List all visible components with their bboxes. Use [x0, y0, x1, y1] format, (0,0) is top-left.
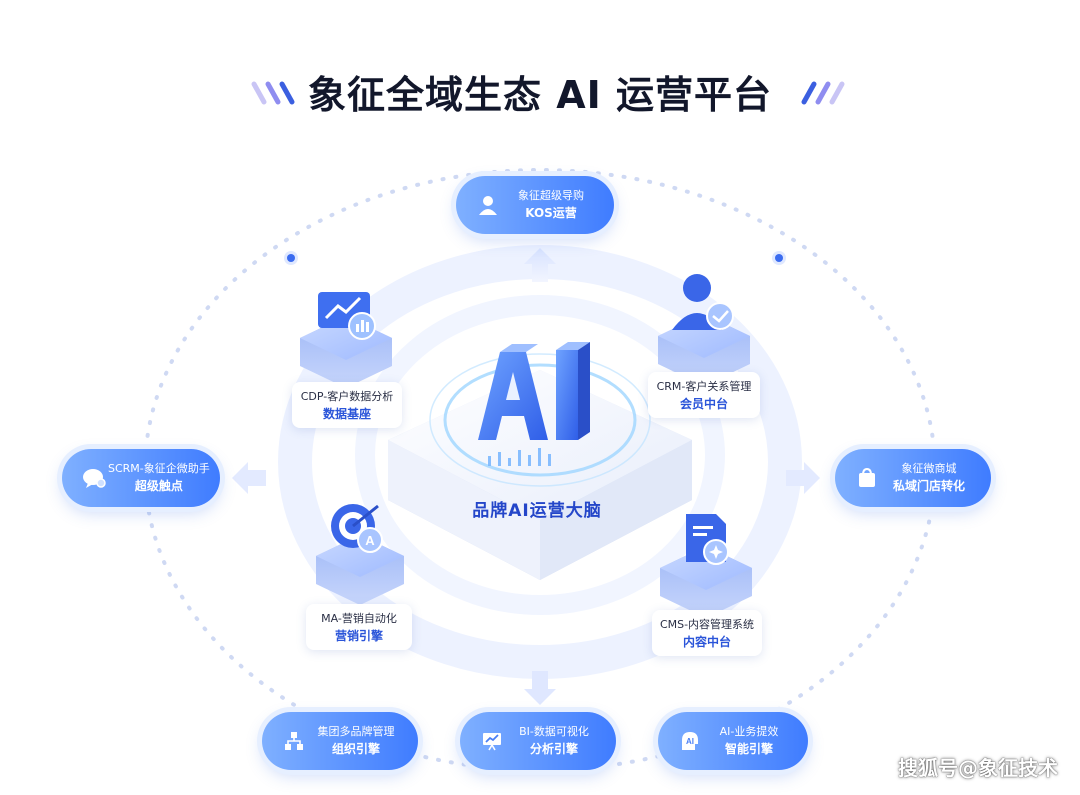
user-icon: [474, 191, 502, 219]
scrm-pill-title: SCRM-象征企微助手: [108, 462, 210, 475]
title-decor-left-icon: [251, 81, 295, 105]
bi-pill[interactable]: BI-数据可视化 分析引擎: [460, 712, 616, 770]
kos-pill-subtitle: KOS运营: [525, 206, 577, 220]
org-chart-icon: [280, 727, 308, 755]
cms-card-subtitle: 内容中台: [682, 634, 731, 649]
shopping-bag-icon: [853, 464, 881, 492]
bi-pill-subtitle: 分析引擎: [529, 742, 578, 756]
arrow-left: [232, 462, 266, 494]
cdp-card[interactable]: CDP-客户数据分析 数据基座: [292, 382, 402, 428]
bi-pill-title: BI-数据可视化: [519, 725, 589, 738]
ai-brain-label: 品牌AI运营大脑: [472, 501, 602, 521]
cdp-card-subtitle: 数据基座: [322, 406, 371, 421]
ai-efficiency-pill[interactable]: AI AI-业务提效 智能引擎: [658, 712, 808, 770]
cms-card-title: CMS-内容管理系统: [659, 617, 755, 631]
arrow-up: [524, 248, 556, 282]
arrow-down: [524, 671, 556, 705]
ai-head-icon: AI: [676, 727, 704, 755]
arrow-right: [786, 462, 820, 494]
scrm-pill[interactable]: SCRM-象征企微助手 超级触点: [62, 449, 220, 507]
microstore-pill-title: 象征微商城: [901, 462, 957, 475]
monitor-chart-icon: [318, 292, 376, 340]
microstore-pill-subtitle: 私域门店转化: [892, 479, 965, 493]
watermark: 搜狐号@象征技术: [898, 756, 1058, 780]
ai-platform: [388, 342, 692, 580]
cdp-card-title: CDP-客户数据分析: [300, 389, 394, 403]
ai-efficiency-pill-subtitle: 智能引擎: [724, 742, 773, 756]
ma-module-cube: A: [316, 504, 404, 605]
ma-card-title: MA-营销自动化: [321, 611, 397, 625]
microstore-pill[interactable]: 象征微商城 私域门店转化: [835, 449, 991, 507]
crm-card-subtitle: 会员中台: [679, 396, 728, 411]
document-icon: [686, 514, 729, 565]
cms-card[interactable]: CMS-内容管理系统 内容中台: [652, 610, 762, 656]
title-decor-right-icon: [801, 81, 845, 105]
cms-module-cube: [660, 514, 752, 618]
user-shield-icon: [672, 274, 734, 330]
inner-ring: [355, 295, 725, 615]
cdp-module-cube: [300, 292, 392, 388]
group-brand-pill-subtitle: 组织引擎: [331, 742, 380, 756]
ma-card[interactable]: MA-营销自动化 营销引擎: [306, 604, 412, 650]
kos-pill[interactable]: 象征超级导购 KOS运营: [456, 176, 614, 234]
kos-pill-title: 象征超级导购: [518, 189, 584, 202]
crm-module-cube: [658, 274, 750, 386]
svg-text:A: A: [365, 533, 375, 548]
svg-text:AI: AI: [686, 737, 694, 746]
crm-card-title: CRM-客户关系管理: [656, 379, 752, 393]
ma-card-subtitle: 营销引擎: [334, 628, 383, 643]
ai-logo-icon: [478, 342, 590, 440]
crm-card[interactable]: CRM-客户关系管理 会员中台: [648, 372, 760, 418]
group-brand-pill[interactable]: 集团多品牌管理 组织引擎: [262, 712, 418, 770]
presentation-chart-icon: [478, 727, 506, 755]
ai-efficiency-pill-title: AI-业务提效: [719, 725, 779, 738]
group-brand-pill-title: 集团多品牌管理: [317, 725, 395, 738]
chat-bubble-icon: [80, 464, 108, 492]
page-title: 象征全域生态 AI 运营平台: [307, 73, 772, 117]
target-icon: A: [331, 504, 383, 553]
scrm-pill-subtitle: 超级触点: [134, 479, 183, 493]
